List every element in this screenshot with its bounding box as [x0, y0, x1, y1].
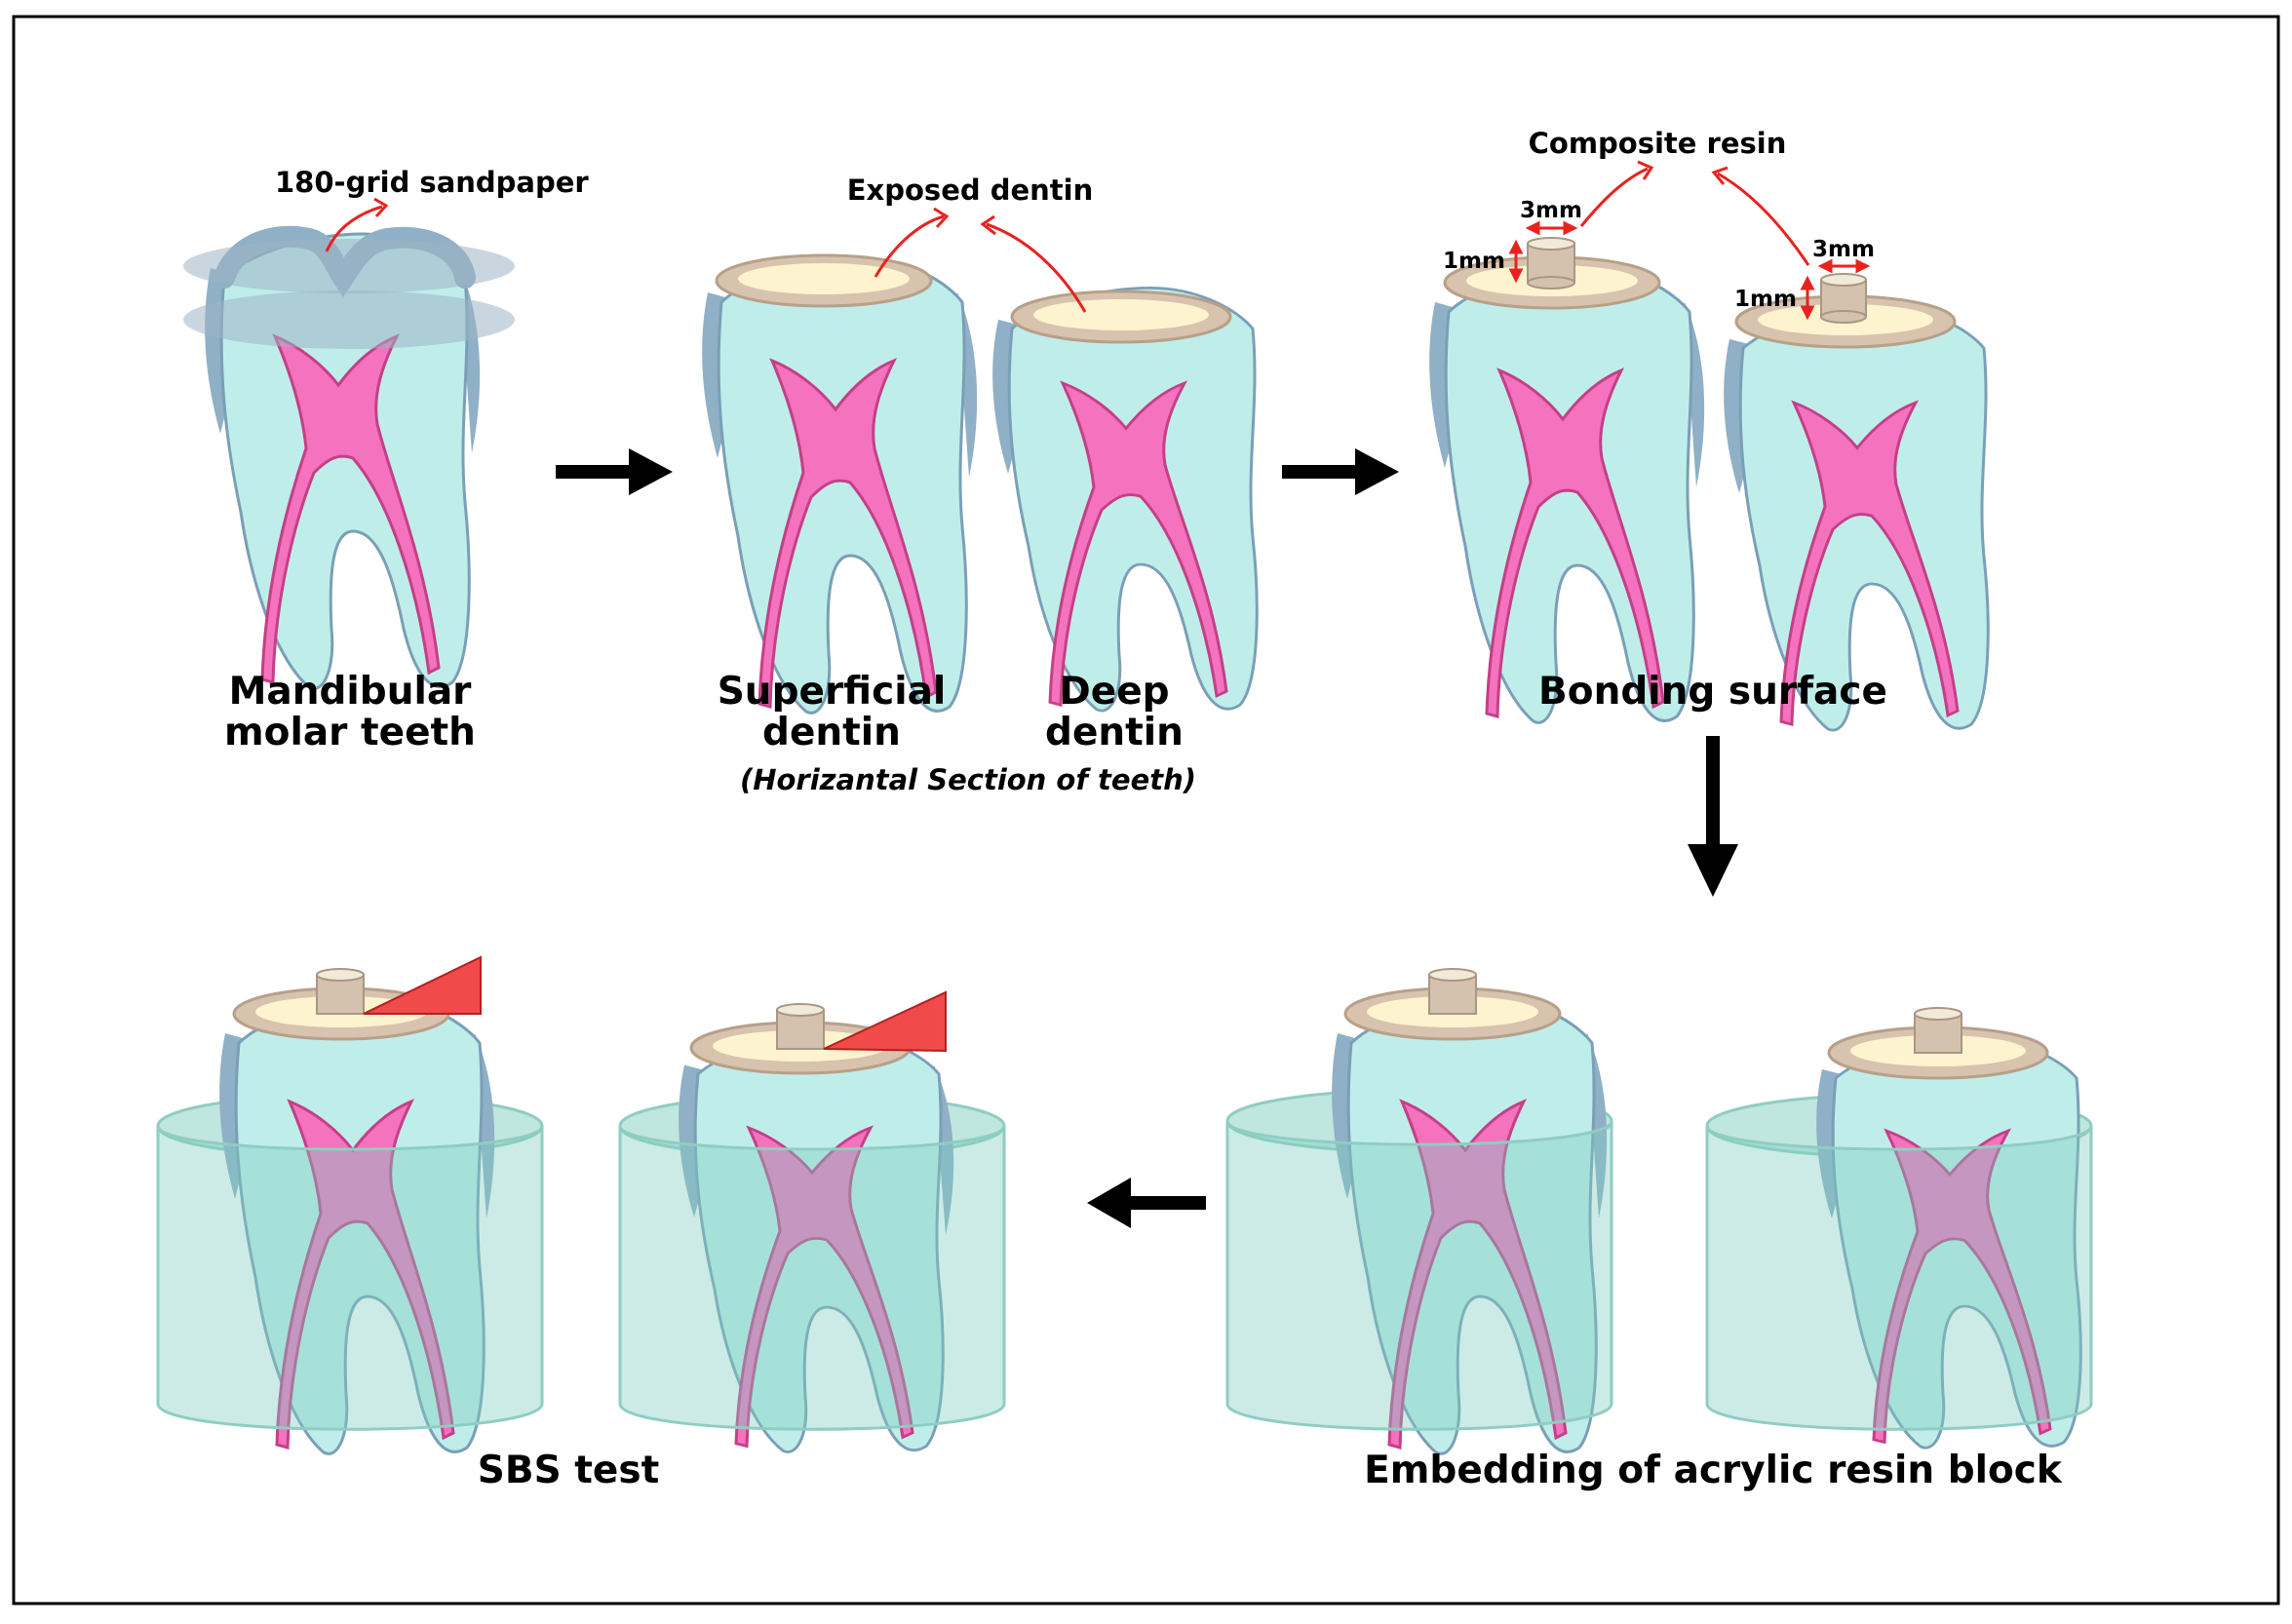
embedded-tooth-deep [1705, 1007, 2093, 1450]
shear-blade-left [363, 955, 482, 1015]
sbs-test-tooth-superficial [156, 968, 544, 1455]
label-width-left: 3mm [1520, 198, 1582, 223]
label-width-right: 3mm [1812, 237, 1875, 262]
superficial-dentin-tooth [702, 256, 978, 715]
arrow-right-1 [556, 448, 673, 495]
label-mandibular-line1: Mandibular [229, 670, 473, 714]
label-mandibular-line2: molar teeth [224, 711, 476, 754]
embedded-tooth-superficial [1225, 968, 1613, 1455]
arrow-left [1087, 1178, 1206, 1228]
label-height-right: 1mm [1734, 287, 1797, 312]
sandpaper-pointer [325, 197, 389, 252]
label-superficial-line2: dentin [762, 711, 901, 754]
deep-dentin-tooth [992, 286, 1259, 713]
exposed-dentin-pointers [874, 207, 1087, 313]
label-exposed-dentin: Exposed dentin [847, 174, 1094, 207]
composite-resin-pointers [1579, 160, 1810, 266]
sbs-test-tooth-deep [618, 1003, 1006, 1453]
dimension-marks [1508, 220, 1871, 321]
bonding-tooth-superficial [1429, 266, 1705, 724]
label-superficial-line1: Superficial [718, 670, 947, 714]
label-bonding-surface: Bonding surface [1538, 670, 1887, 714]
superficial-section-disc [715, 253, 933, 308]
label-sandpaper: 180-grid sandpaper [275, 166, 589, 199]
figure-border [12, 15, 2280, 1605]
label-deep-line1: Deep [1059, 670, 1169, 714]
arrow-down [1688, 736, 1738, 897]
bonding-tooth-deep [1724, 305, 1990, 732]
shear-blade-right [823, 990, 947, 1053]
label-embedding: Embedding of acrylic resin block [1364, 1449, 2063, 1492]
label-sbs-test: SBS test [478, 1449, 659, 1492]
composite-resin-cylinder-right [1820, 273, 1867, 324]
deep-section-disc [1010, 290, 1232, 344]
label-composite-resin: Composite resin [1529, 127, 1787, 160]
label-height-left: 1mm [1443, 249, 1505, 274]
label-deep-line2: dentin [1045, 711, 1184, 754]
arrow-right-2 [1282, 448, 1399, 495]
label-horizontal-section: (Horizantal Section of teeth) [740, 763, 1196, 796]
composite-resin-cylinder-left [1527, 237, 1575, 290]
sandpaper-discs [183, 239, 515, 349]
